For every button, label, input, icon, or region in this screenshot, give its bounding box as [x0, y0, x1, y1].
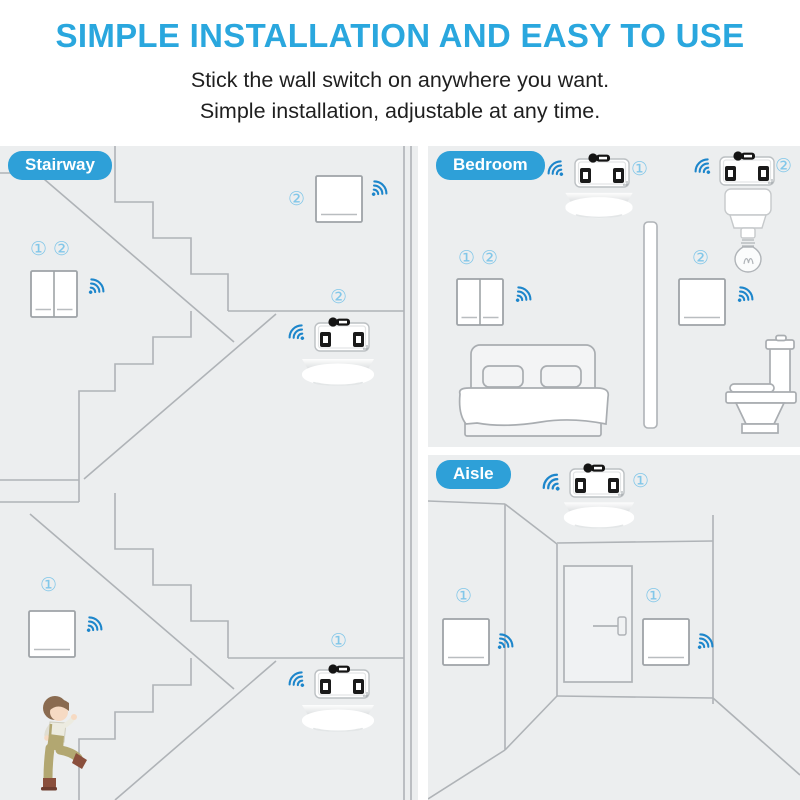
marker-right-switch: ② [692, 247, 710, 269]
wifi-icon [366, 178, 388, 200]
marker-gang-left: ① [458, 247, 476, 269]
ceiling-lamp [565, 192, 633, 219]
marker-left-switch: ① [455, 585, 473, 607]
wall-switch-2gang [456, 278, 504, 326]
marker-lower-switch: ① [40, 574, 58, 596]
relay-module [719, 150, 775, 186]
aisle-badge: Aisle [436, 460, 511, 489]
marker-relay: ① [632, 470, 650, 492]
subtitle-line-2: Simple installation, adjustable at any t… [199, 99, 601, 123]
stairway-scene [0, 146, 412, 800]
wifi-icon [547, 158, 569, 180]
ceiling-lamp [302, 705, 374, 732]
wifi-icon [692, 631, 714, 653]
relay-module [314, 663, 370, 699]
wifi-icon [732, 284, 754, 306]
stairway-badge: Stairway [8, 151, 112, 180]
wall-switch-1gang [642, 618, 690, 666]
wall-switch-1gang [315, 175, 363, 223]
wifi-icon [288, 669, 310, 691]
marker-gang-right: ② [53, 238, 71, 260]
bedroom-scene [456, 150, 797, 437]
ceiling-lamp [563, 502, 635, 529]
wall-switch-1gang [28, 610, 76, 658]
aisle-panel: Aisle ① ① ① [428, 455, 800, 800]
bedroom-badge: Bedroom [436, 151, 545, 180]
subtitle-line-1: Stick the wall switch on anywhere you wa… [190, 68, 610, 92]
marker-gang-left: ① [30, 238, 48, 260]
marker-right-relay: ② [775, 155, 793, 177]
wifi-icon [492, 631, 514, 653]
boy-illustration [41, 696, 87, 791]
wifi-icon [288, 322, 310, 344]
relay-module [569, 462, 625, 498]
marker-gang-right: ② [481, 247, 499, 269]
toilet-illustration [725, 334, 797, 434]
wifi-icon [510, 284, 532, 306]
marker-upper-relay: ② [330, 286, 348, 308]
marker-right-switch: ① [645, 585, 663, 607]
page-title: SIMPLE INSTALLATION AND EASY TO USE [55, 17, 745, 54]
wall-switch-2gang [30, 270, 78, 318]
stairway-panel: Stairway ② ① ② ② ① ① [0, 146, 418, 800]
wifi-icon [83, 276, 105, 298]
wall-switch-1gang [442, 618, 490, 666]
relay-module [574, 152, 630, 188]
stairway-line-art [0, 146, 412, 800]
marker-lower-relay: ① [330, 630, 348, 652]
divider-wall [643, 221, 658, 429]
bed-illustration [458, 344, 610, 437]
aisle-scene [428, 462, 800, 800]
wall-switch-1gang [678, 278, 726, 326]
marker-left-relay: ① [631, 158, 649, 180]
wifi-icon [81, 614, 103, 636]
ceiling-lamp [302, 359, 374, 386]
wifi-icon [694, 156, 716, 178]
marker-top-switch: ② [288, 188, 306, 210]
bedroom-panel: Bedroom ① ② ① ② ② [428, 146, 800, 447]
aisle-line-art [428, 500, 800, 800]
door [563, 565, 633, 683]
relay-module [314, 316, 370, 352]
wifi-icon [542, 471, 566, 495]
bulb-fixture [724, 188, 772, 273]
